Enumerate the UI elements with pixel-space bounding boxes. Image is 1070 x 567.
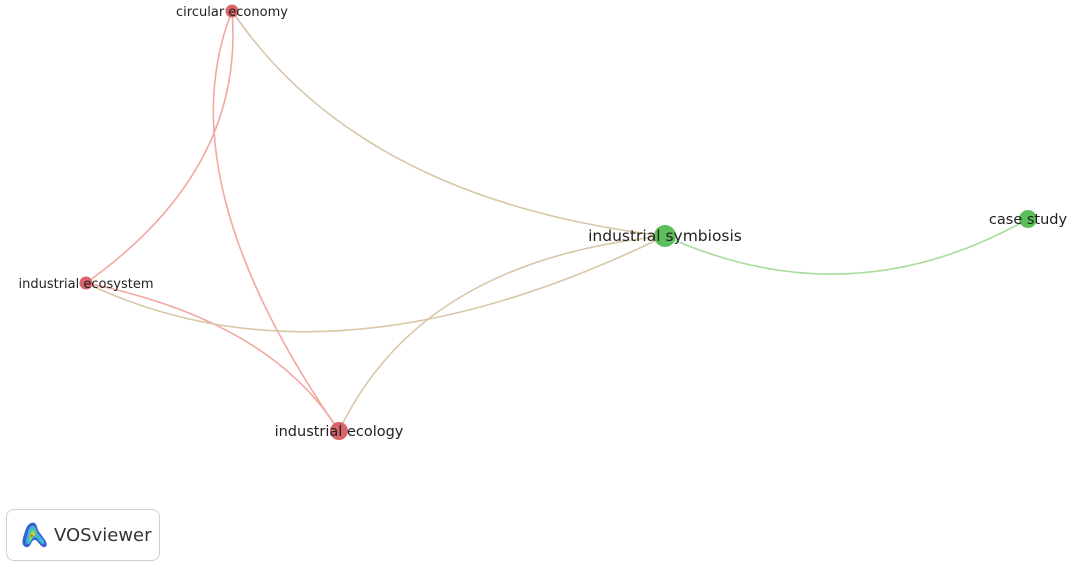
app-name: VOSviewer (54, 524, 152, 546)
node-label: circular economy (176, 5, 288, 20)
link-iec-is[interactable] (338, 235, 666, 432)
node-iec[interactable]: industrial ecology (275, 422, 404, 440)
node-circle[interactable] (225, 4, 239, 18)
node-label: case study (989, 212, 1068, 228)
node-label: industrial ecosystem (19, 277, 154, 292)
link-ce-is[interactable] (231, 10, 666, 237)
link-ce-iec[interactable] (212, 10, 340, 432)
node-ies[interactable]: industrial ecosystem (19, 276, 154, 293)
vosviewer-badge[interactable]: VOSviewer (6, 509, 160, 561)
node-label: industrial ecology (275, 424, 404, 440)
link-ies-iec[interactable] (85, 282, 340, 432)
link-layer (85, 10, 1029, 432)
node-is[interactable]: industrial symbiosis (588, 225, 742, 247)
link-is-cs[interactable] (664, 218, 1029, 275)
node-circle[interactable] (79, 276, 93, 290)
node-layer: circular economy industrial ecosystem indu… (19, 4, 1068, 440)
node-label: industrial symbiosis (588, 227, 742, 245)
node-circle[interactable] (1019, 210, 1037, 228)
link-ies-is[interactable] (85, 235, 666, 333)
node-ce[interactable]: circular economy (176, 4, 288, 21)
node-circle[interactable] (654, 225, 676, 247)
link-ce-ies[interactable] (85, 10, 234, 284)
node-cs[interactable]: case study (989, 210, 1068, 228)
node-circle[interactable] (330, 422, 348, 440)
vosviewer-logo-icon (22, 522, 47, 548)
